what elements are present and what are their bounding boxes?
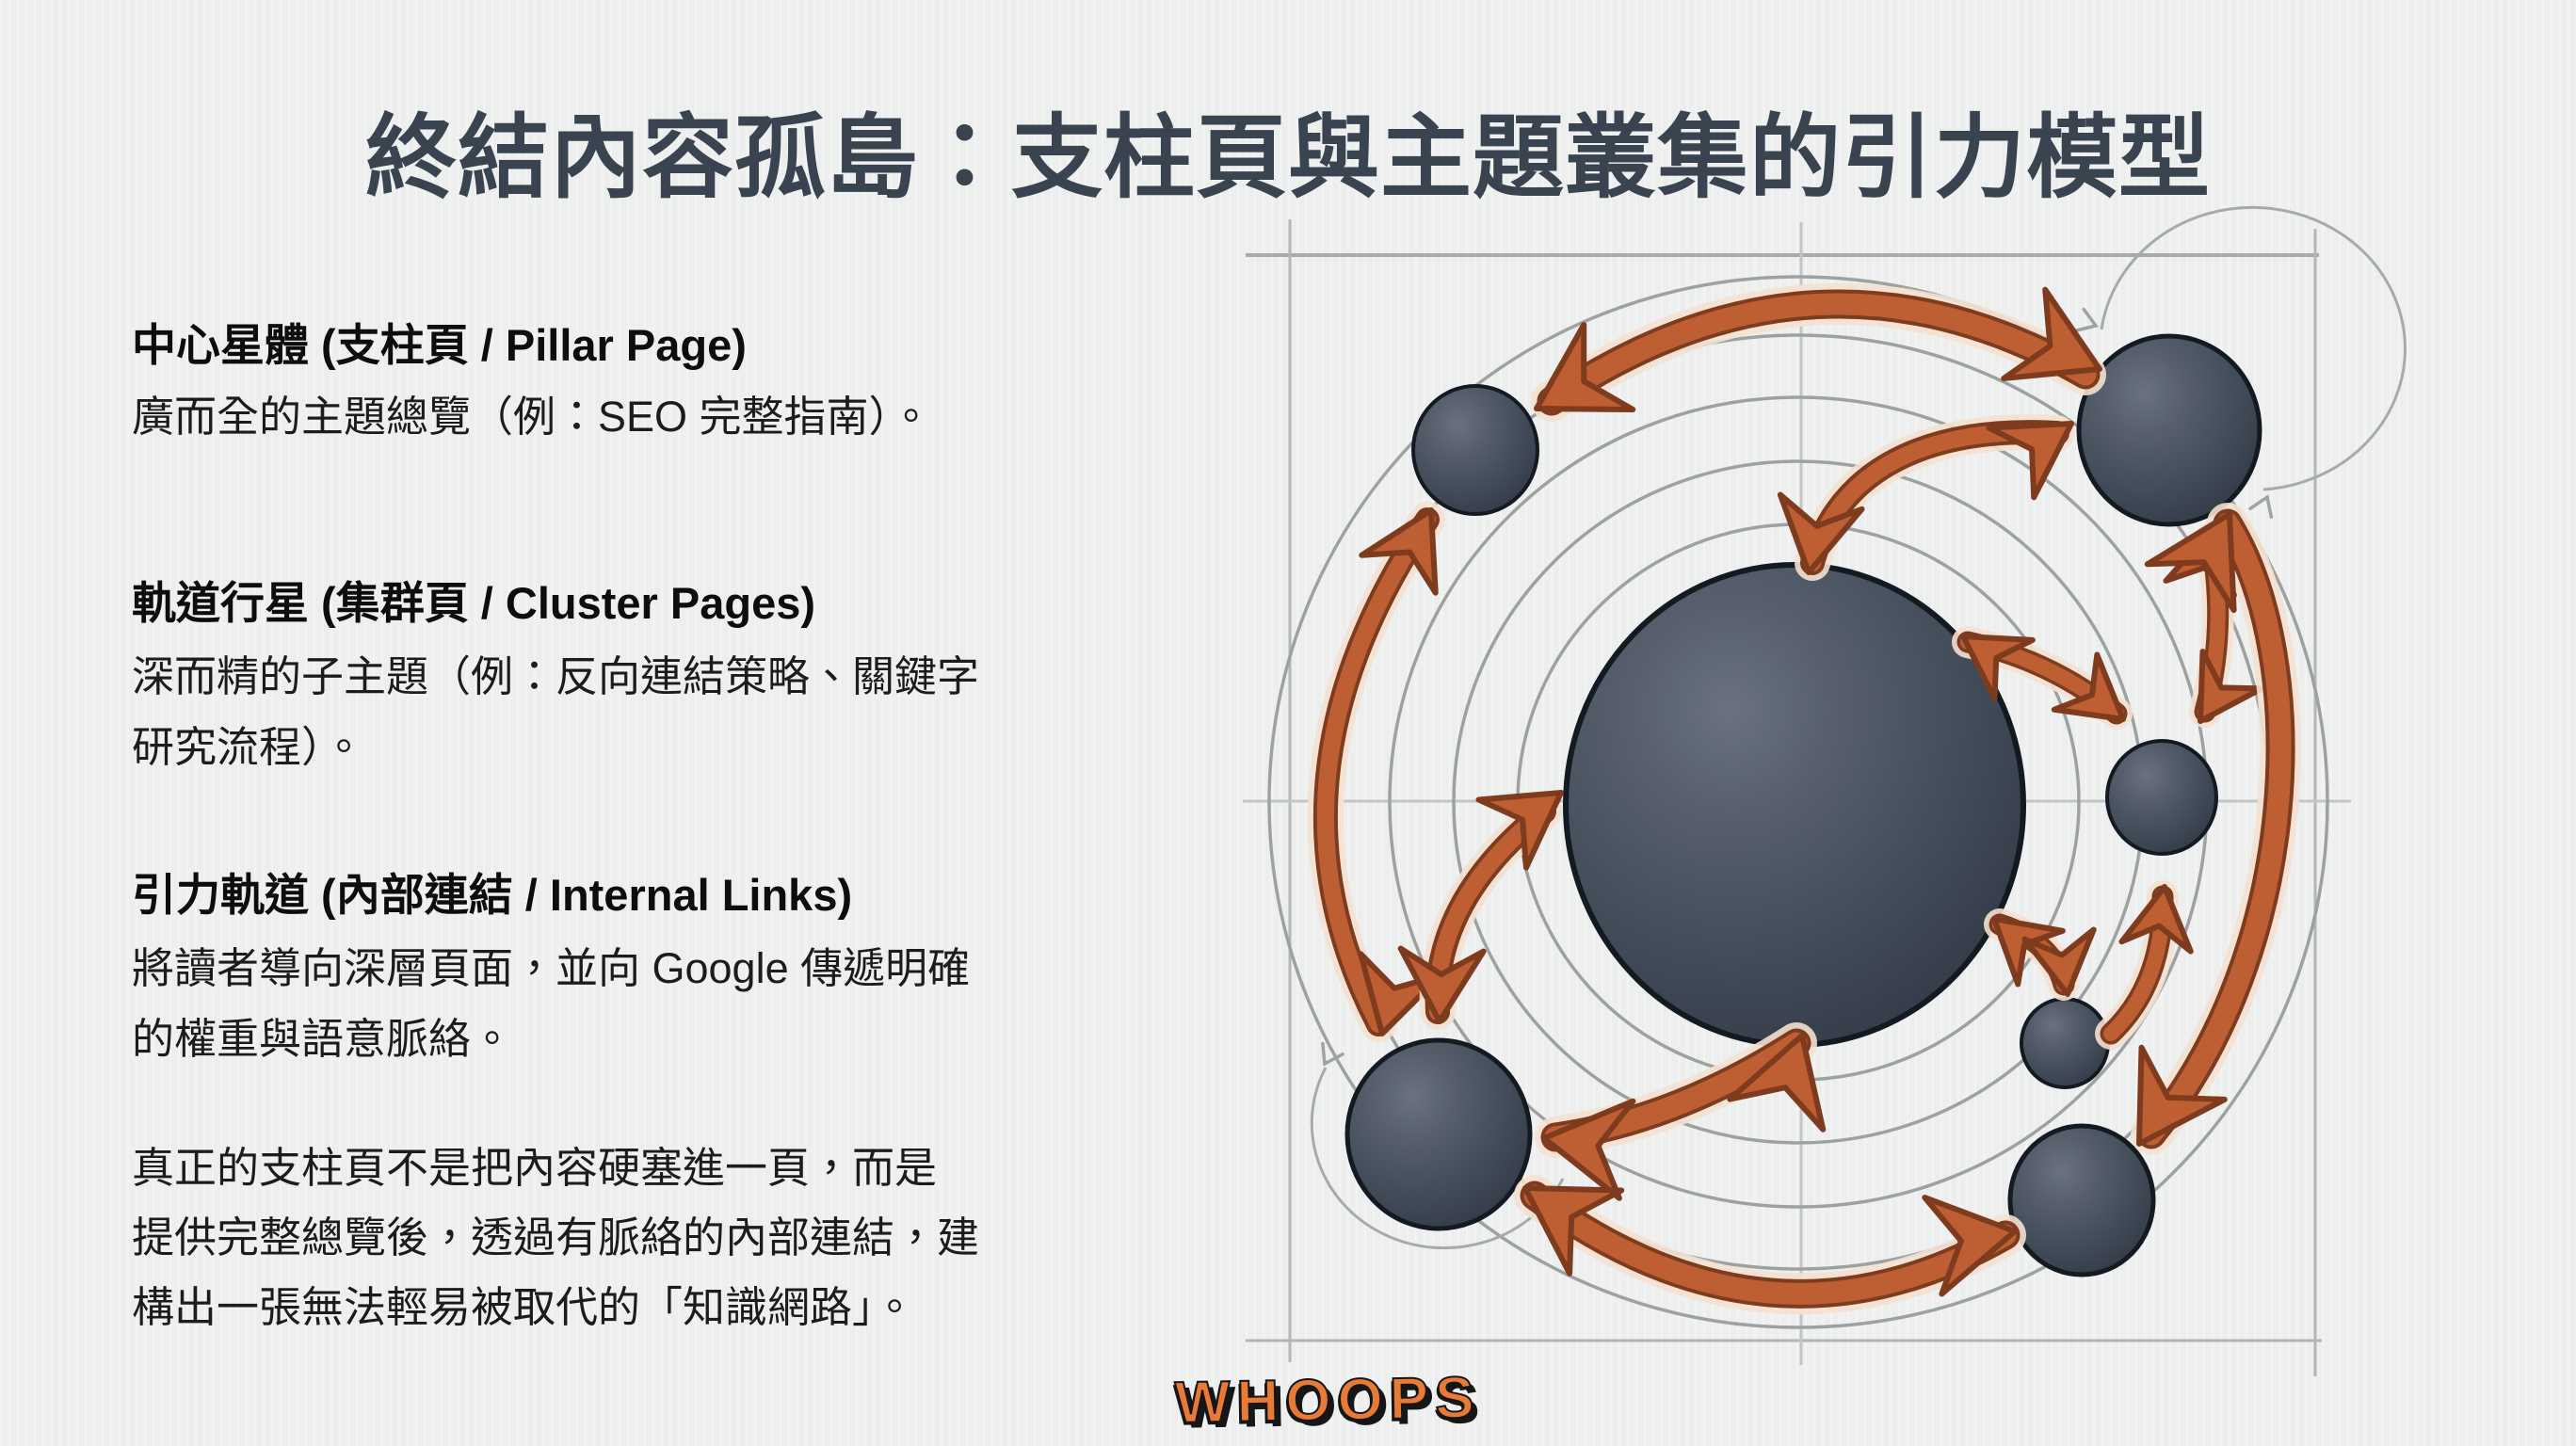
link-arrow-pillar-to-bottomleft-low [1538, 1020, 1849, 1198]
link-arrow-pillar-to-smallright [1972, 892, 2101, 999]
section-pillar-body: 廣而全的主題總覽（例：SEO 完整指南）。 [132, 393, 933, 441]
cluster-sphere-top-right [2076, 333, 2262, 527]
page-title: 終結內容孤島：支柱頁與主題叢集的引力模型 [365, 106, 2211, 209]
cluster-sphere-small-right [2020, 997, 2110, 1089]
section-links-body-line1: 將讀者導向深層頁面，並向 Google 傳遞明確 [132, 944, 971, 992]
section-links-heading: 引力軌道 (內部連結 / Internal Links) [132, 870, 853, 920]
link-arrow-pillar-to-bottomleft [1398, 759, 1585, 1030]
link-arrow-smallright-to-right [2095, 882, 2199, 1050]
gray-arrowhead-icon [2248, 494, 2274, 519]
conclusion-line2: 提供完整總覽後，透過有脈絡的內部連結，建 [132, 1213, 980, 1261]
cluster-sphere-bottom-left [1344, 1037, 1533, 1231]
section-links-body-line2: 的權重與語意脈絡。 [132, 1015, 514, 1063]
link-arrow-pillar-to-right [1944, 607, 2145, 747]
conclusion-line3: 構出一張無法輕易被取代的「知識網路」。 [132, 1283, 916, 1331]
link-arrow-right-long-arc [2098, 491, 2301, 1170]
cluster-sphere-bottom-right [2007, 1123, 2156, 1277]
section-cluster-body-line1: 深而精的子主題（例：反向連結策略、關鍵字 [132, 652, 980, 700]
spheres [1344, 333, 2262, 1277]
section-cluster-body-line2: 研究流程）。 [132, 723, 365, 771]
gray-arrowhead-icon [2074, 307, 2099, 332]
watermark: WHOOPS [1173, 1364, 1482, 1437]
link-arrow-left-arc [1308, 491, 1468, 1044]
internal-link-arrows [1308, 282, 2301, 1315]
link-arrow-top-arc [1512, 282, 2120, 451]
gray-arrowhead-icon [1321, 1041, 1344, 1067]
satellite-orbit-bottom-left [1310, 1041, 1565, 1250]
link-arrow-bottom-arc [1499, 1147, 2023, 1315]
link-arrow-topright-to-pillar [1768, 389, 2094, 580]
section-pillar-heading: 中心星體 (支柱頁 / Pillar Page) [132, 320, 747, 370]
cluster-sphere-top-left [1411, 384, 1539, 516]
cluster-sphere-right [2105, 739, 2218, 856]
conclusion-line1: 真正的支柱頁不是把內容硬塞進一頁，而是 [132, 1144, 938, 1192]
satellite-orbit-top-right [2074, 205, 2407, 519]
section-cluster-heading: 軌道行星 (集群頁 / Cluster Pages) [132, 578, 815, 628]
